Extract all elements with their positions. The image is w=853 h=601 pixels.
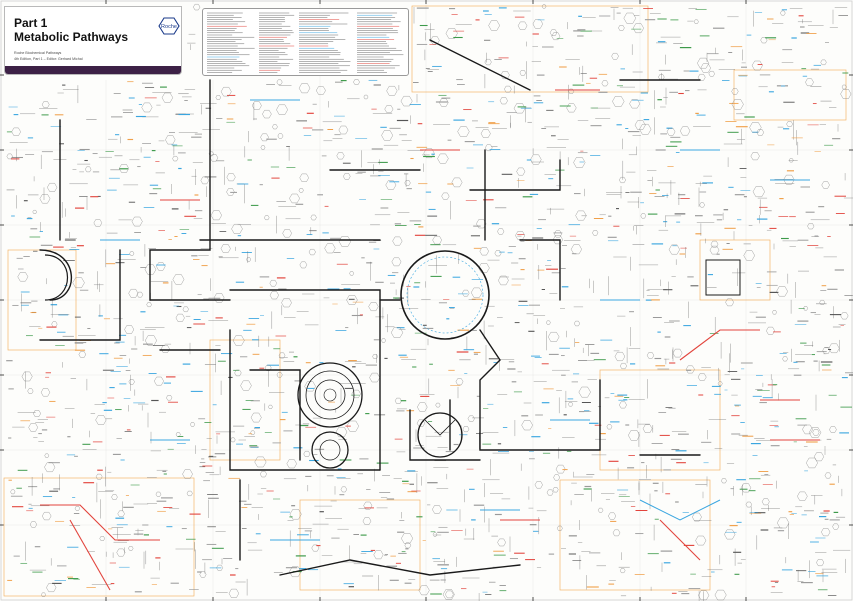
subtitle-line-2: 4th Edition, Part 1 – Editor: Gerhard Mi… <box>14 57 83 61</box>
left-loop <box>45 255 68 300</box>
right-chain-loop <box>706 260 740 295</box>
pathway-texture <box>6 4 853 601</box>
part-label: Part 1 <box>14 17 47 30</box>
title-bar <box>5 66 181 74</box>
subtitle-line-1: Roche Biochemical Pathways <box>14 51 61 55</box>
poster-title: Metabolic Pathways <box>14 31 128 44</box>
citrate-cycle <box>401 251 489 339</box>
logo-text: Roche <box>161 24 177 30</box>
main-backbone <box>40 40 700 575</box>
roche-logo-icon: Roche <box>157 16 181 36</box>
title-block: Part 1 Metabolic Pathways Roche Biochemi… <box>4 6 182 75</box>
grid-lines <box>4 4 849 597</box>
lower-left-cycle <box>418 413 462 457</box>
cofactor-blue-paths <box>100 100 810 540</box>
legend-text-block <box>203 9 410 77</box>
legend-box <box>202 8 409 76</box>
